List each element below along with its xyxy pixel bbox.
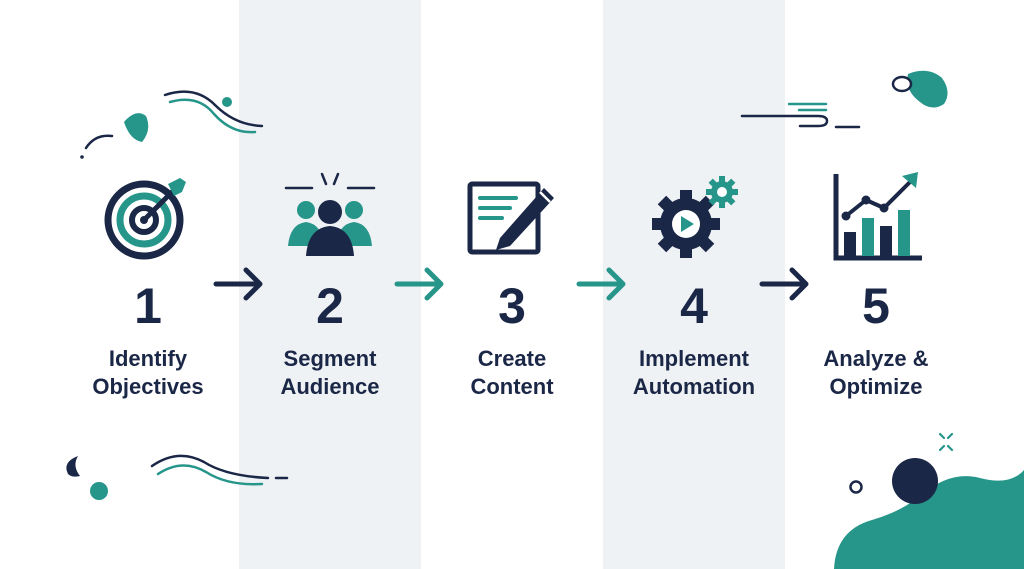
blob-shape xyxy=(907,70,948,108)
dot-shape xyxy=(80,155,84,159)
audience-group-icon xyxy=(284,172,376,256)
step-label-line: Audience xyxy=(280,374,380,399)
dot-shape xyxy=(222,97,232,107)
crescent-shape xyxy=(66,456,80,477)
column-band-2 xyxy=(239,0,421,569)
step-number: 2 xyxy=(316,278,344,334)
step-label-line: Implement xyxy=(638,346,750,371)
step-number: 1 xyxy=(134,278,162,334)
step-label: Segment Audience xyxy=(239,345,421,401)
squiggle-line xyxy=(150,454,270,480)
step-label: Create Content xyxy=(421,345,603,401)
arrow-right-icon xyxy=(213,267,263,301)
step-label-line: Create xyxy=(477,346,547,371)
step-label-line: Analyze & xyxy=(823,346,929,371)
document-pencil-icon xyxy=(467,181,554,255)
blob-shape xyxy=(124,113,149,142)
wave-blob-shape xyxy=(834,470,1024,569)
step-label: Analyze & Optimize xyxy=(785,345,967,401)
squiggle-line xyxy=(163,90,264,128)
arrow-right-icon xyxy=(394,267,444,301)
step-number: 4 xyxy=(680,278,708,334)
step-label: Identify Objectives xyxy=(57,345,239,401)
step-label: Implement Automation xyxy=(603,345,785,401)
sparkle-shape xyxy=(938,432,954,452)
arc-line xyxy=(84,134,114,150)
dot-shape xyxy=(892,458,938,504)
ring-shape xyxy=(891,75,913,93)
step-label-line: Objectives xyxy=(92,374,204,399)
step-number: 5 xyxy=(862,278,890,334)
step-label-line: Identify xyxy=(108,346,188,371)
step-4: 4 Implement Automation xyxy=(603,0,785,569)
ring-shape xyxy=(849,480,863,494)
step-label-line: Automation xyxy=(632,374,756,399)
step-1: 1 Identify Objectives xyxy=(57,0,239,569)
step-5: 5 Analyze & Optimize xyxy=(785,0,967,569)
step-label-line: Content xyxy=(470,374,554,399)
dot-shape xyxy=(90,482,108,500)
step-label-line: Segment xyxy=(283,346,377,371)
squiggle-line xyxy=(156,464,264,486)
step-2: 2 Segment Audience xyxy=(239,0,421,569)
arrow-right-icon xyxy=(576,267,626,301)
step-3: 3 Create Content xyxy=(421,0,603,569)
step-number: 3 xyxy=(498,278,526,334)
step-label-line: Optimize xyxy=(829,374,923,399)
column-band-4 xyxy=(603,0,785,569)
gear-automation-icon xyxy=(652,176,738,258)
speed-line xyxy=(740,114,829,128)
target-icon xyxy=(104,178,186,260)
arrow-right-icon xyxy=(759,267,809,301)
growth-chart-icon xyxy=(833,172,922,261)
squiggle-line xyxy=(168,98,257,134)
